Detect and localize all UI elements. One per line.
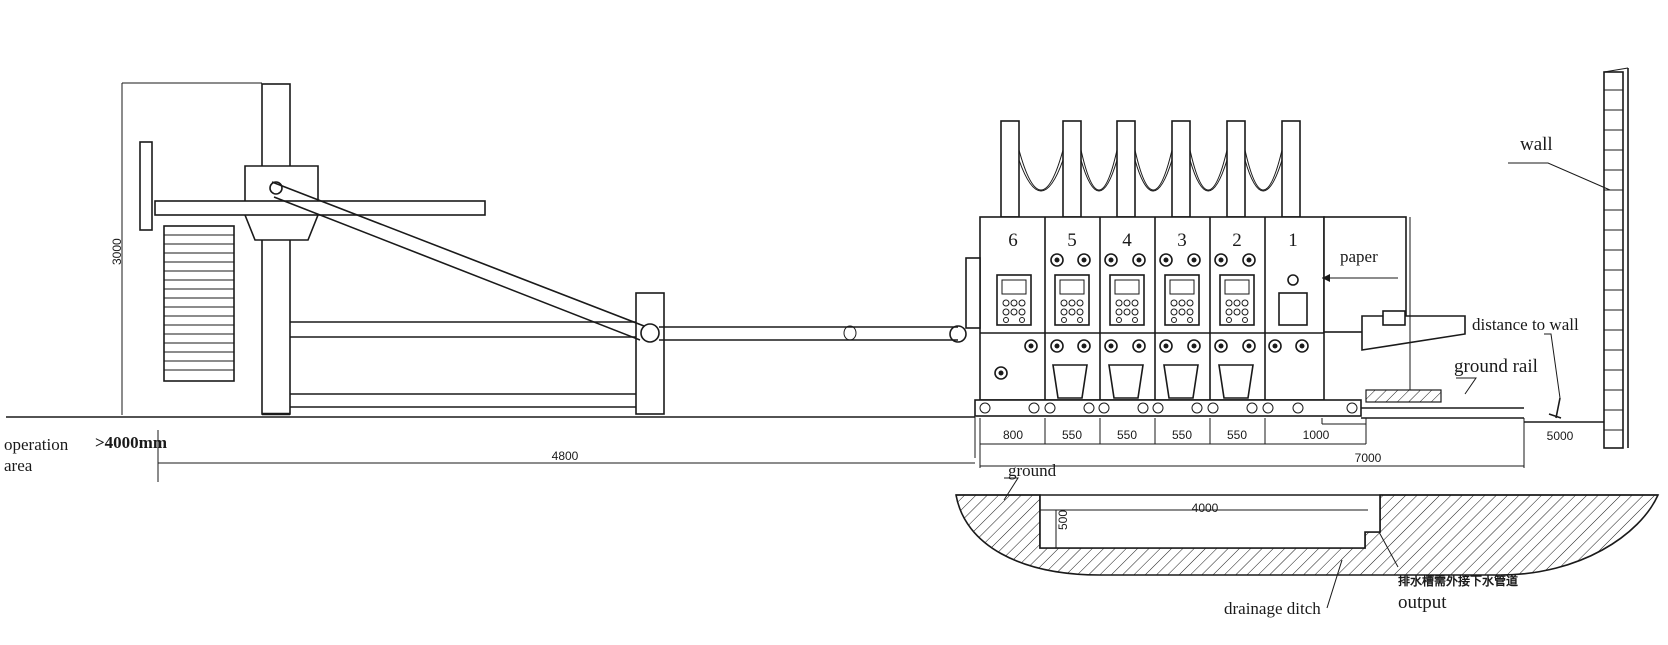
unit-numbers: 6 5 4 3 2 1: [1008, 230, 1298, 251]
dimension-height: 3000: [110, 238, 124, 265]
segment-label: 550: [1227, 428, 1247, 442]
segment-label: 800: [1003, 428, 1023, 442]
segment-label: 550: [1117, 428, 1137, 442]
operation-area-label-line2: area: [4, 456, 33, 475]
unit-number-1: 1: [1288, 230, 1298, 251]
output-label: output: [1398, 592, 1447, 613]
paper-label: paper: [1340, 247, 1378, 266]
segment-label: 1000: [1303, 428, 1330, 442]
dimension-ditch-length: 4000: [1192, 501, 1219, 515]
wall: [1603, 67, 1629, 449]
segment-dimensions: [979, 397, 1609, 468]
ground-label: ground: [1008, 461, 1057, 480]
operation-area-dimension: >4000mm: [95, 433, 167, 452]
floor: [6, 416, 976, 482]
drainage-ditch-section: [955, 494, 1660, 576]
unit-number-2: 2: [1232, 230, 1242, 251]
segment-label: 550: [1172, 428, 1192, 442]
unit-number-3: 3: [1177, 230, 1187, 251]
segment-labels: 800 550 550 550 550 1000: [1003, 428, 1330, 442]
dimension-ditch-depth: 500: [1056, 510, 1070, 530]
dimension-length-left: 4800: [552, 449, 579, 463]
ground-rail-label: ground rail: [1454, 356, 1538, 377]
drain-note: 排水槽需外接下水管道: [1398, 573, 1518, 588]
unit-number-4: 4: [1122, 230, 1132, 251]
stacker-machine: [121, 82, 967, 416]
dimension-length-right: 7000: [1355, 451, 1382, 465]
unit-number-5: 5: [1067, 230, 1077, 251]
dimension-wall-distance: 5000: [1547, 429, 1574, 443]
drainage-ditch-label: drainage ditch: [1224, 599, 1321, 618]
wall-label: wall: [1520, 134, 1553, 155]
unit-number-6: 6: [1008, 230, 1018, 251]
segment-label: 550: [1062, 428, 1082, 442]
printer-units: [965, 120, 1524, 425]
operation-area-label-line1: operation: [4, 435, 69, 454]
distance-to-wall-label: distance to wall: [1472, 315, 1579, 334]
